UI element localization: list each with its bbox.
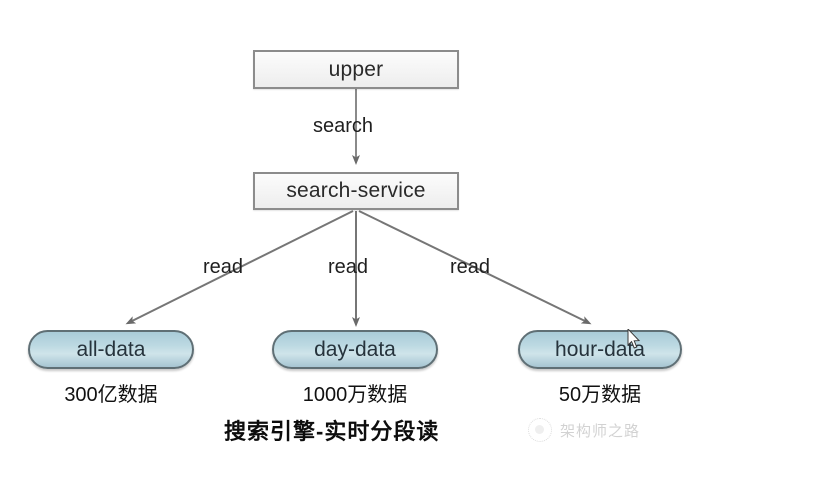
watermark: 架构师之路 xyxy=(528,418,640,442)
edge-label-read-right: read xyxy=(450,256,491,278)
hour-data-volume-label: 50万数据 xyxy=(558,384,642,406)
day-data-volume-label: 1000万数据 xyxy=(302,384,408,406)
watermark-text: 架构师之路 xyxy=(560,422,641,440)
edge-label-search: search xyxy=(313,115,374,137)
diagram-caption: 搜索引擎-实时分段读 xyxy=(224,419,440,444)
node-all-data[interactable]: all-data xyxy=(28,330,194,369)
node-hour-data-label: hour-data xyxy=(555,337,645,361)
all-data-volume-label: 300亿数据 xyxy=(64,384,158,406)
edge-label-read-middle: read xyxy=(328,256,369,278)
node-day-data[interactable]: day-data xyxy=(272,330,438,369)
mouse-pointer-icon xyxy=(627,329,641,349)
node-upper[interactable]: upper xyxy=(253,50,459,89)
node-search-service-label: search-service xyxy=(286,179,426,202)
node-all-data-label: all-data xyxy=(76,337,146,361)
node-day-data-label: day-data xyxy=(314,337,396,361)
circle-logo-icon xyxy=(528,418,552,442)
node-upper-label: upper xyxy=(328,57,384,81)
edge-label-read-left: read xyxy=(203,256,244,278)
node-hour-data[interactable]: hour-data xyxy=(518,330,682,369)
node-search-service[interactable]: search-service xyxy=(253,172,459,210)
